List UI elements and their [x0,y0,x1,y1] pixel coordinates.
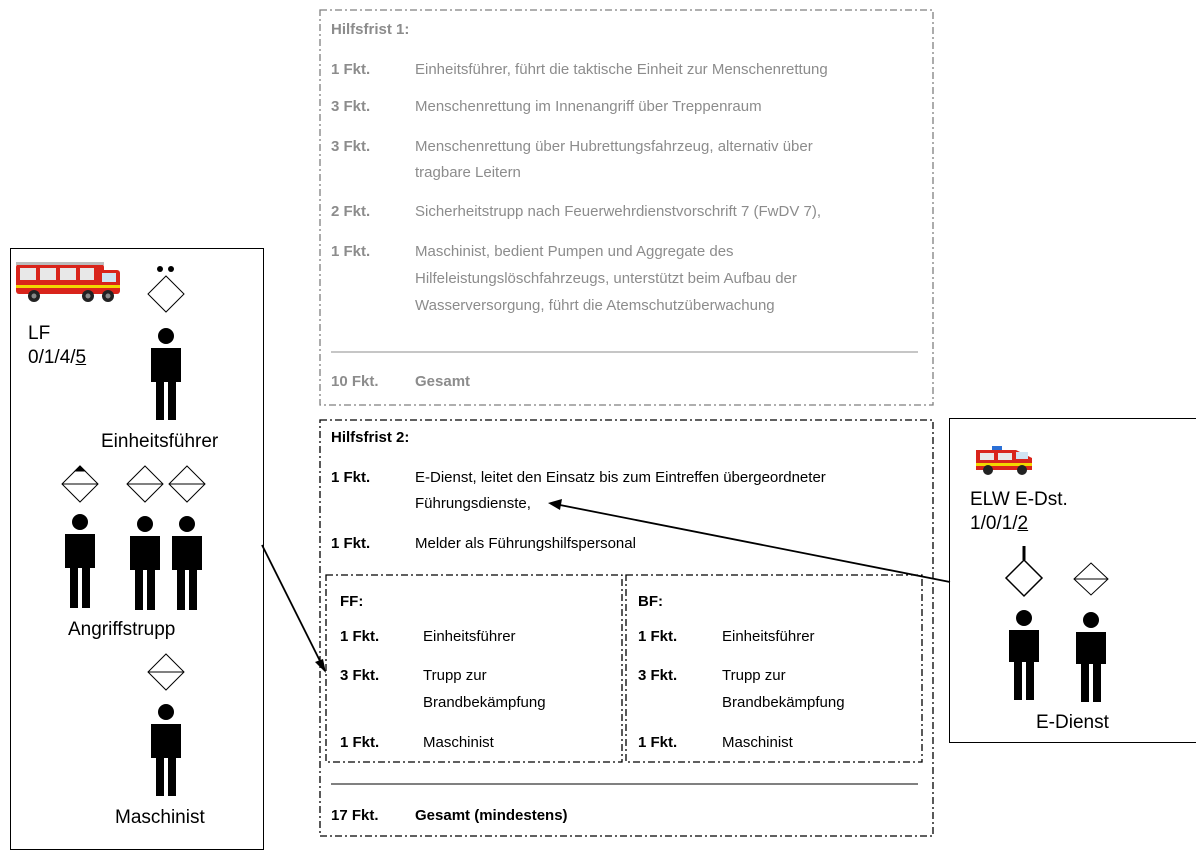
hilfsfrist1-frame [319,9,934,406]
bf-row2-text-line1: Trupp zur [722,667,786,684]
bf-row2-count: 3 Fkt. [638,667,678,684]
bf-frame [625,574,923,763]
elw-vehicle-icon [976,446,1032,475]
hf2-row1-count: 1 Fkt. [331,469,371,486]
lf-machinist-sign-icon [147,653,185,691]
hf1-row5-text-line3: Wasserversorgung, führt die Atemschutzüb… [415,297,775,314]
lf-vehicle-label: LF [28,323,51,344]
hf1-row4-count: 2 Fkt. [331,203,371,220]
lf-troop-sign-icons [61,465,206,503]
hf1-row4-text: Sicherheitstrupp nach Feuerwehrdienstvor… [415,203,821,220]
ff-row2-text-line2: Brandbekämpfung [423,694,546,711]
elw-role-label: E-Dienst [1036,712,1109,733]
hilfsfrist2-title: Hilfsfrist 2: [331,429,410,446]
hf1-row3-count: 3 Fkt. [331,138,371,155]
ff-row2-count: 3 Fkt. [340,667,380,684]
hf1-total-label: Gesamt [415,373,471,390]
lf-troop-person-icons [65,514,202,610]
hf1-row3-text-line1: Menschenrettung über Hubrettungsfahrzeug… [415,138,813,155]
elw-strength-total: 2 [1017,513,1029,534]
elw-melder-sign-icon [1073,562,1109,596]
lf-leader-person-icon [151,328,181,420]
bf-row1-count: 1 Fkt. [638,628,678,645]
arrow-elw-to-edienst-head [548,499,562,510]
hf1-row5-text-line2: Hilfeleistungslöschfahrzeugs, unterstütz… [415,270,797,287]
hf1-total-count: 10 Fkt. [331,373,379,390]
elw-vehicle-label: ELW E-Dst. [970,489,1068,510]
hf2-total-count: 17 Fkt. [331,807,379,824]
lf-leader-sign-icon [147,266,185,313]
arrow-elw-to-edienst [559,504,951,583]
elw-strength-prefix: 1/0/1/ [970,513,1018,534]
ff-row1-text: Einheitsführer [423,628,516,645]
bf-row2-text-line2: Brandbekämpfung [722,694,845,711]
hf1-row2-text: Menschenrettung im Innenangriff über Tre… [415,98,762,115]
elw-strength: 1/0/1/2 [970,512,1028,536]
ff-frame [325,574,623,763]
arrow-lf-to-ff [261,544,323,666]
lf-strength-prefix: 0/1/4/ [28,347,76,368]
lf-machinist-person-icon [151,704,181,796]
hf2-row2-count: 1 Fkt. [331,535,371,552]
hf1-row1-count: 1 Fkt. [331,61,371,78]
lf-role-troop: Angriffstrupp [68,619,176,640]
bf-title: BF: [638,593,663,610]
bf-row3-text: Maschinist [722,734,793,751]
ff-row1-count: 1 Fkt. [340,628,380,645]
lf-strength-total: 5 [75,347,87,368]
lf-truck-icon [16,262,120,302]
lf-symbols [61,266,206,796]
hf1-row3-text-line2: tragbare Leitern [415,164,521,181]
hf2-row1-text-line1: E-Dienst, leitet den Einsatz bis zum Ein… [415,469,826,486]
hf1-row5-count: 1 Fkt. [331,243,371,260]
hf2-row1-text-line2: Führungsdienste, [415,495,531,512]
ff-row3-count: 1 Fkt. [340,734,380,751]
ff-row3-text: Maschinist [423,734,494,751]
hf1-row2-count: 3 Fkt. [331,98,371,115]
lf-role-machinist: Maschinist [115,807,205,828]
hf2-total-label: Gesamt (mindestens) [415,807,568,824]
bf-row1-text: Einheitsführer [722,628,815,645]
hf2-row2-text: Melder als Führungshilfspersonal [415,535,636,552]
lf-strength: 0/1/4/5 [28,346,86,370]
bf-row3-count: 1 Fkt. [638,734,678,751]
arrow-lf-to-ff-head [315,659,326,673]
hilfsfrist1-title: Hilfsfrist 1: [331,21,410,38]
ff-title: FF: [340,593,364,610]
elw-edienst-sign-icon [1004,546,1044,598]
elw-person-icons [1009,610,1106,702]
ff-row2-text-line1: Trupp zur [423,667,487,684]
hf1-row5-text-line1: Maschinist, bedient Pumpen und Aggregate… [415,243,734,260]
hf1-row1-text: Einheitsführer, führt die taktische Einh… [415,61,828,78]
lf-role-leader: Einheitsführer [101,431,219,452]
